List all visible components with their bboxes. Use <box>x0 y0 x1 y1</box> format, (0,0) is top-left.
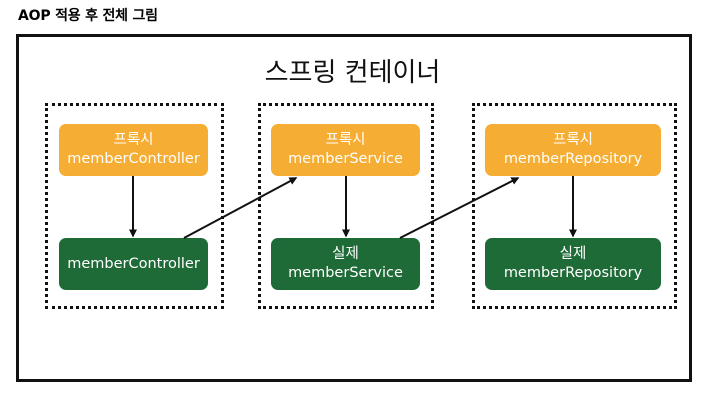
controller-target-box: memberController <box>59 238 208 290</box>
spring-container-label: 스프링 컨테이너 <box>0 52 717 89</box>
service-target-box: 실제 memberService <box>271 238 420 290</box>
service-target-kind: 실제 <box>332 246 359 263</box>
spring-container-label-text: 스프링 컨테이너 <box>264 58 441 88</box>
service-proxy-box: 프록시 memberService <box>271 124 420 176</box>
controller-proxy-kind: 프록시 <box>113 132 154 149</box>
repository-group-frame <box>472 103 677 309</box>
repository-proxy-box: 프록시 memberRepository <box>485 124 661 176</box>
service-target-name: memberService <box>288 265 403 281</box>
spring-container-frame <box>16 34 692 382</box>
controller-proxy-name: memberController <box>67 151 200 167</box>
repository-target-name: memberRepository <box>503 265 643 281</box>
repository-proxy-name: memberRepository <box>503 151 643 167</box>
arrow-controller-to-service-proxy <box>183 177 298 239</box>
controller-proxy-box: 프록시 memberController <box>59 124 208 176</box>
service-group-frame <box>258 103 434 309</box>
repository-target-box: 실제 memberRepository <box>485 238 661 290</box>
controller-target-name: memberController <box>67 255 200 272</box>
repository-proxy-kind: 프록시 <box>552 132 594 149</box>
arrow-service-to-repository-proxy <box>399 177 520 239</box>
repository-target-kind: 실제 <box>559 246 587 263</box>
controller-group-frame <box>45 103 224 309</box>
page-title: AOP 적용 후 전체 그림 <box>18 8 158 24</box>
service-proxy-kind: 프록시 <box>325 132 366 149</box>
service-proxy-name: memberService <box>288 151 403 167</box>
